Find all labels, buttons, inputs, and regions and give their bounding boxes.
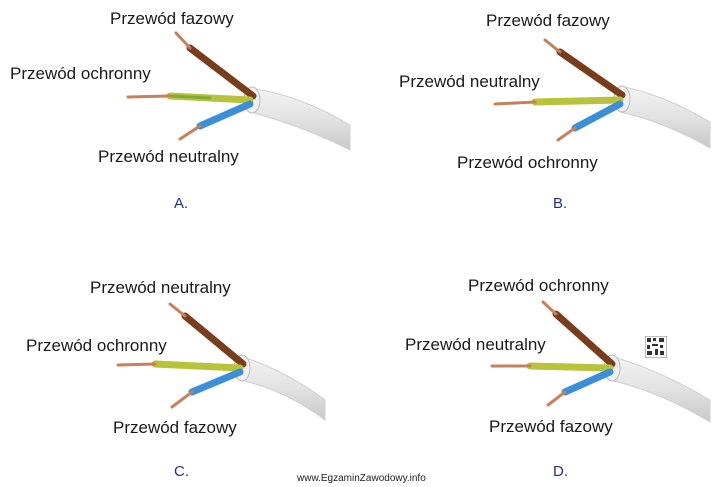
label-bottom: Przewód fazowy <box>113 418 237 437</box>
option-letter[interactable]: A. <box>174 195 189 212</box>
cable-image <box>126 31 351 151</box>
option-b-panel: Przewód fazowy Przewód neutralny Przewód… <box>360 0 720 240</box>
option-a-panel: Przewód fazowy Przewód ochronny Przewód … <box>0 0 360 240</box>
label-top: Przewód fazowy <box>110 9 234 28</box>
option-letter[interactable]: B. <box>553 195 568 212</box>
option-letter[interactable]: C. <box>174 463 189 480</box>
label-middle: Przewód neutralny <box>399 72 540 91</box>
label-middle: Przewód ochronny <box>10 64 151 83</box>
label-middle: Przewód neutralny <box>405 335 546 354</box>
cable-image <box>490 300 711 423</box>
cable-image <box>116 302 326 421</box>
label-bottom: Przewód neutralny <box>98 147 239 166</box>
option-c-panel: Przewód neutralny Przewód ochronny Przew… <box>0 240 360 487</box>
option-d-panel: Przewód ochronny Przewód neutralny Przew… <box>360 240 720 487</box>
label-top: Przewód fazowy <box>486 11 610 30</box>
label-bottom: Przewód fazowy <box>489 417 613 436</box>
label-top: Przewód ochronny <box>468 276 609 295</box>
label-bottom: Przewód ochronny <box>457 153 598 172</box>
footer-site-url[interactable]: www.EgzaminZawodowy.info <box>297 473 426 484</box>
watermark-logo-icon <box>645 336 667 358</box>
cable-image <box>493 38 711 149</box>
label-top: Przewód neutralny <box>90 278 231 297</box>
option-letter[interactable]: D. <box>553 463 568 480</box>
label-middle: Przewód ochronny <box>26 336 167 355</box>
